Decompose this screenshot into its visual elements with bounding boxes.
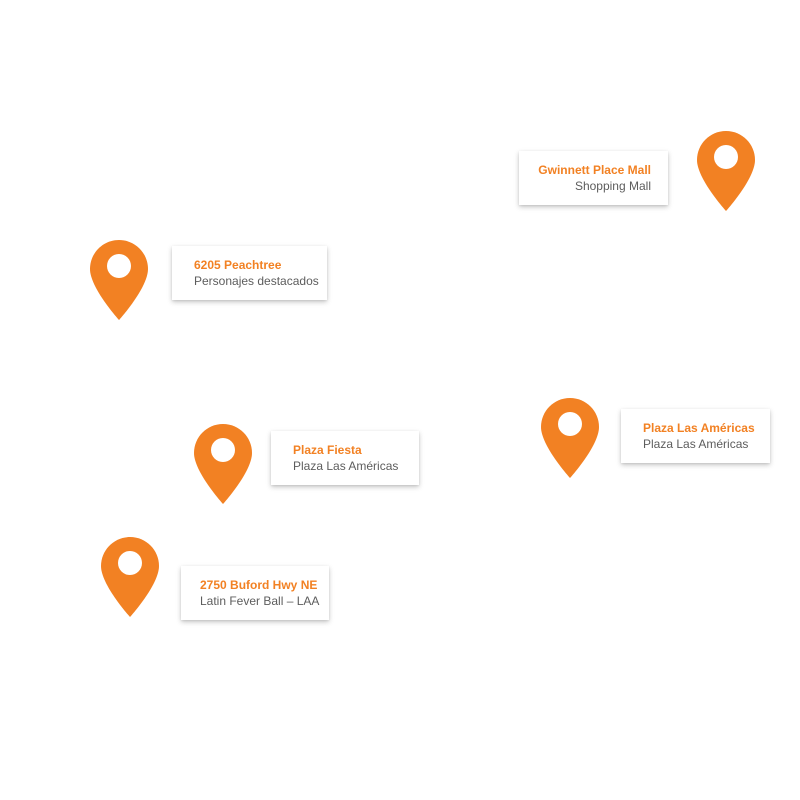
location-title: 6205 Peachtree — [194, 257, 282, 272]
location-title: Plaza Fiesta — [293, 442, 362, 457]
location-card-plaza-las-americas[interactable]: Plaza Las Américas Plaza Las Américas — [621, 409, 770, 463]
location-subtitle: Personajes destacados — [194, 273, 319, 288]
location-title: Plaza Las Américas — [643, 420, 755, 435]
location-title: Gwinnett Place Mall — [538, 162, 651, 177]
map-pin-icon[interactable] — [90, 240, 148, 320]
location-subtitle: Plaza Las Américas — [293, 458, 399, 473]
map-pin-icon[interactable] — [541, 398, 599, 478]
map-pin-icon[interactable] — [101, 537, 159, 617]
location-title: 2750 Buford Hwy NE — [200, 577, 318, 592]
location-card-plaza-fiesta[interactable]: Plaza Fiesta Plaza Las Américas — [271, 431, 419, 485]
map-pin-icon[interactable] — [697, 131, 755, 211]
map-pin-icon[interactable] — [194, 424, 252, 504]
location-subtitle: Latin Fever Ball – LAA — [200, 593, 320, 608]
location-card-6205-peachtree[interactable]: 6205 Peachtree Personajes destacados — [172, 246, 327, 300]
location-subtitle: Plaza Las Américas — [643, 436, 749, 451]
location-card-gwinnett-place-mall[interactable]: Gwinnett Place Mall Shopping Mall — [519, 151, 668, 205]
location-card-2750-buford-hwy-ne[interactable]: 2750 Buford Hwy NE Latin Fever Ball – LA… — [181, 566, 329, 620]
location-subtitle: Shopping Mall — [574, 178, 651, 193]
